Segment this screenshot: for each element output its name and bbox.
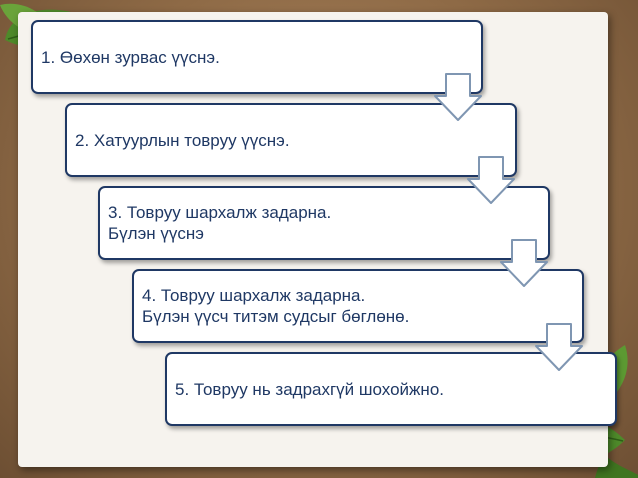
down-arrow-3 bbox=[500, 239, 548, 287]
step-box-2: 2. Хатуурлын товруу үүснэ. bbox=[65, 103, 517, 177]
step-box-1: 1. Өөхөн зурвас үүснэ. bbox=[31, 20, 483, 94]
step-4-line-1: 4. Товруу шархалж задарна. bbox=[142, 286, 366, 305]
step-box-3: 3. Товруу шархалж задарна. Бүлэн үүснэ bbox=[98, 186, 550, 260]
down-arrow-1 bbox=[434, 73, 482, 121]
step-5-line-1: 5. Товруу нь задрахгүй шохойжно. bbox=[175, 379, 444, 399]
step-1-line-1: 1. Өөхөн зурвас үүснэ. bbox=[41, 47, 220, 67]
step-4-line-2: Бүлэн үүсч титэм судсыг бөглөнө. bbox=[142, 307, 410, 326]
down-arrow-4 bbox=[535, 323, 583, 371]
step-box-4: 4. Товруу шархалж задарна. Бүлэн үүсч ти… bbox=[132, 269, 584, 343]
step-3-line-2: Бүлэн үүснэ bbox=[108, 224, 204, 243]
down-arrow-2 bbox=[467, 156, 515, 204]
step-box-5: 5. Товруу нь задрахгүй шохойжно. bbox=[165, 352, 617, 426]
step-3-line-1: 3. Товруу шархалж задарна. bbox=[108, 203, 332, 222]
step-2-line-1: 2. Хатуурлын товруу үүснэ. bbox=[75, 130, 290, 150]
